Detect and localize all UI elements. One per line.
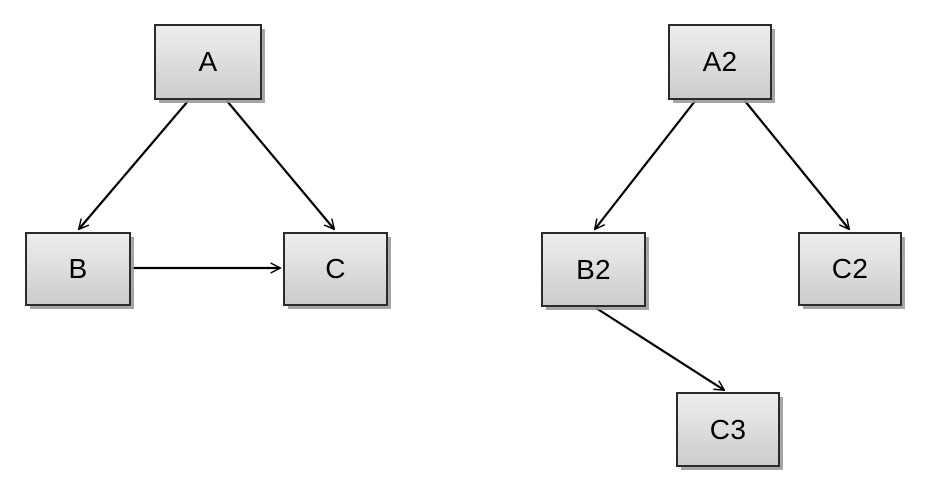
node-label: B [68,253,88,284]
edge-a2-b2 [595,100,696,229]
node-b2[interactable]: B2 [541,232,646,307]
node-c3[interactable]: C3 [676,392,780,467]
edge-a2-c2 [744,100,849,229]
edge-group [79,100,849,390]
node-label: C2 [831,253,869,284]
node-label: C3 [709,413,747,445]
node-a2[interactable]: A2 [668,24,772,100]
node-c2[interactable]: C2 [798,232,902,306]
node-b[interactable]: B [25,232,131,306]
edge-a-b [79,100,189,229]
node-label: A [198,46,218,77]
node-c[interactable]: C [283,232,388,306]
node-label: A2 [702,46,738,77]
node-a[interactable]: A [154,24,262,100]
edge-b2-c3 [595,307,724,390]
edge-a-c [226,100,334,229]
node-label: B2 [576,253,611,285]
node-label: C [325,253,346,284]
